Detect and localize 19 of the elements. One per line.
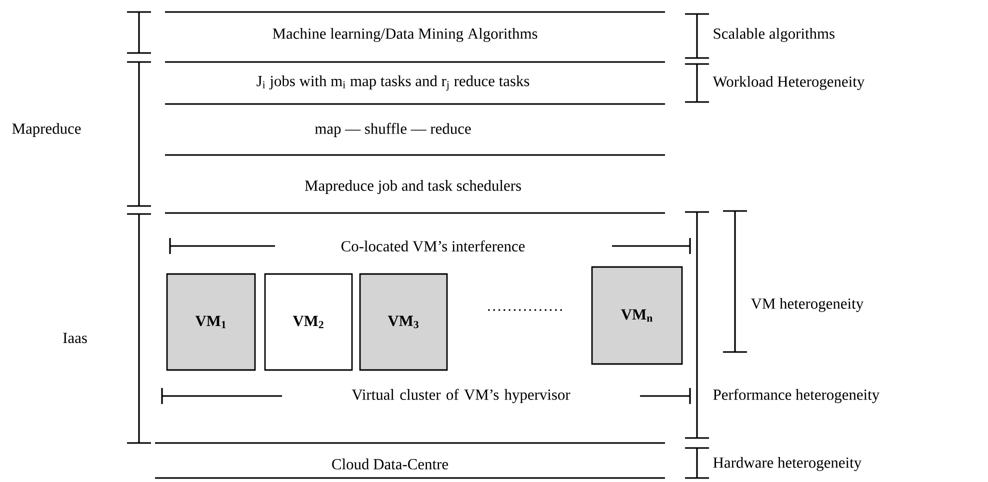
layer-label: Cloud Data-Centre — [332, 458, 448, 470]
layer-label: Mapreduce job and task schedulers — [304, 180, 521, 194]
vm-box: VM$_{n}$ — [591, 266, 683, 365]
bracket-label: Mapreduce — [12, 123, 81, 137]
bracket-label: Workload Heterogeneity — [712, 76, 865, 90]
span-label: Co-located VM’s interference — [341, 240, 525, 252]
bracket-label: Performance heterogeneity — [713, 388, 880, 404]
layer-label: J$_{i}$ jobs with m$_{i}$ map tasks and r$_{j}$ reduce tasks — [256, 75, 530, 91]
bracket-label: Scalable algorithms — [714, 28, 834, 42]
span-label: Virtual cluster of VM’s hypervisor — [352, 388, 570, 404]
bracket-label: VM heterogeneity — [750, 298, 864, 312]
vm-box: VM$_{1}$ — [166, 273, 256, 371]
ellipsis-dots: …………… — [488, 309, 562, 311]
vm-box: VM$_{2}$ — [264, 273, 353, 371]
layer-label: Machine learning/Data Mining Algorithms — [272, 28, 538, 42]
vm-box: VM$_{3}$ — [359, 273, 448, 371]
bracket-label: Hardware heterogeneity — [713, 456, 862, 471]
layer-label: map — shuffle — reduce — [315, 122, 471, 138]
bracket-label: Iaas — [63, 332, 87, 344]
